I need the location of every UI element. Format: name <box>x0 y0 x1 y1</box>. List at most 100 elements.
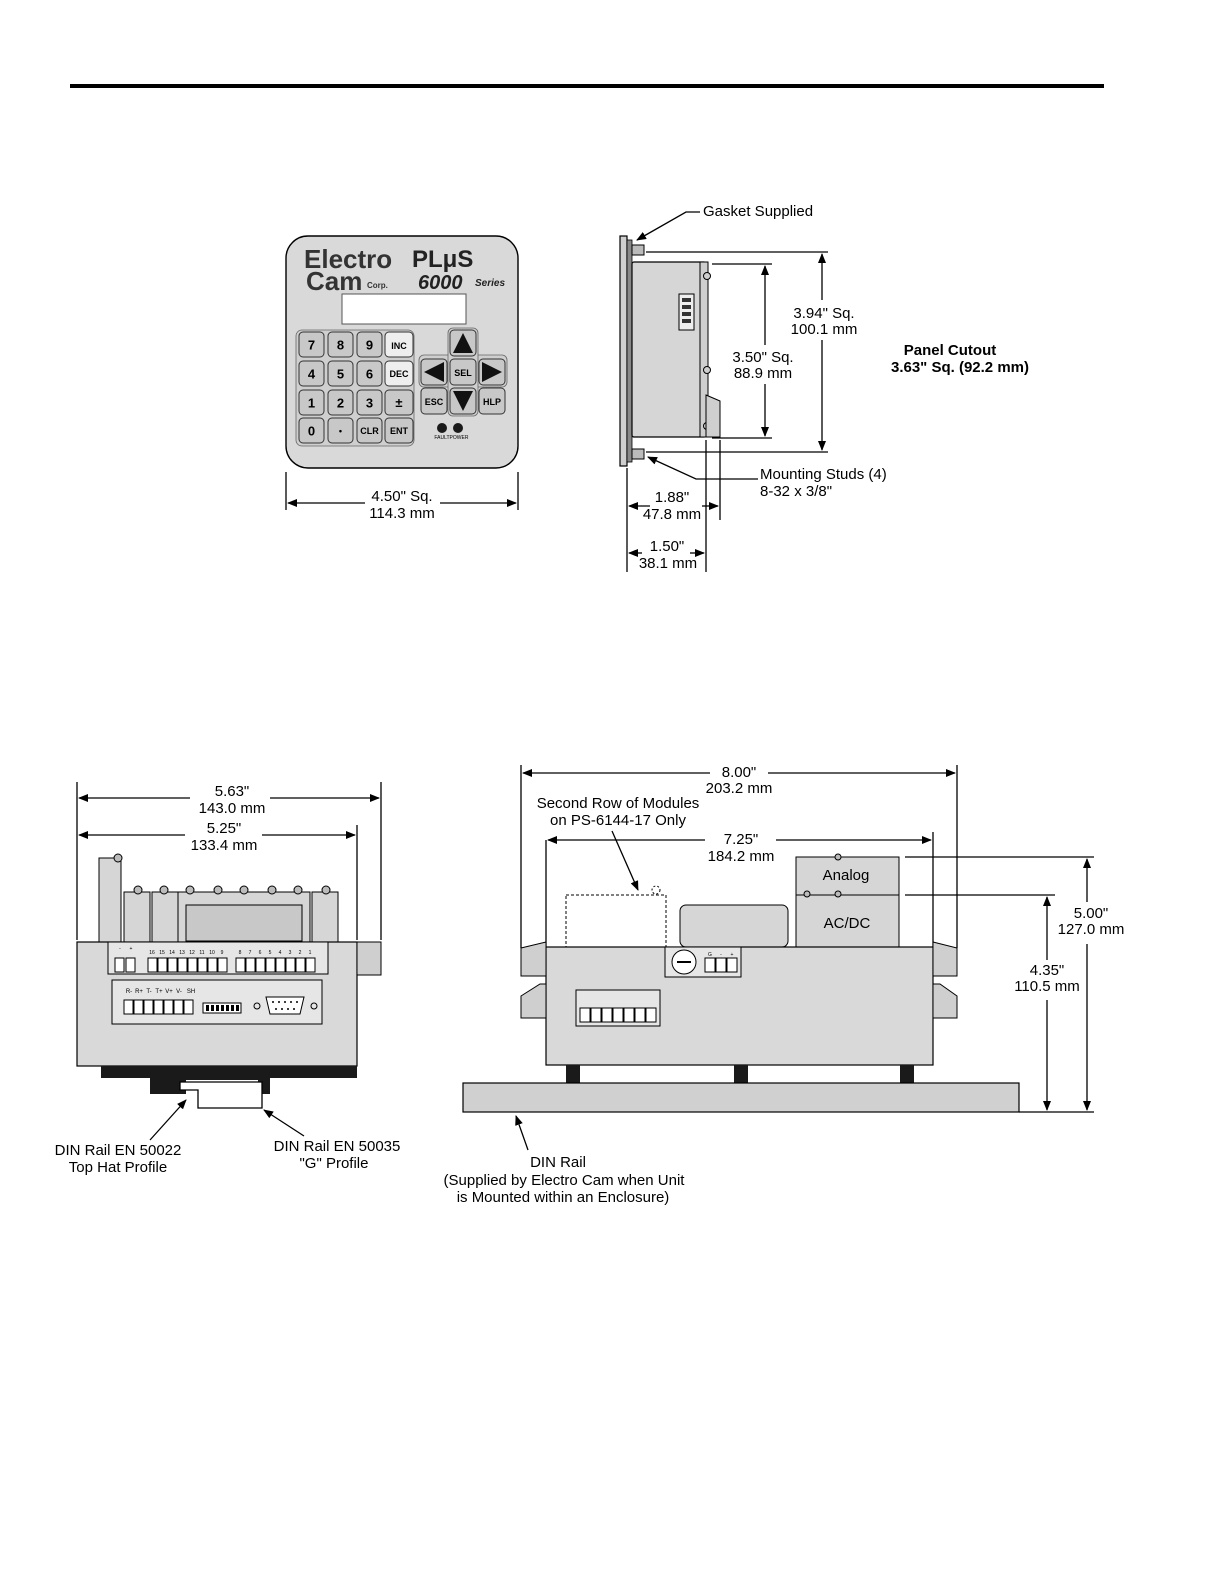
panel-side-view: Gasket Supplied 3.94" Sq. 100.1 mm 3.50"… <box>619 203 1029 572</box>
db9-connector-icon <box>253 996 318 1015</box>
power-label: POWER <box>450 435 469 441</box>
studs-label-2: 8-32 x 3/8" <box>760 483 832 500</box>
svg-text:3: 3 <box>289 950 292 956</box>
side-height2-in: 4.35" <box>1030 962 1065 979</box>
key-5[interactable]: 5 <box>327 360 354 387</box>
key-hlp[interactable]: HLP <box>478 387 506 415</box>
svg-text:9: 9 <box>366 338 373 353</box>
side-housing <box>631 261 707 438</box>
rail-en50022-1: DIN Rail EN 50022 <box>55 1142 182 1159</box>
end-outer-mm: 143.0 mm <box>199 800 266 817</box>
depth2-mm: 38.1 mm <box>639 555 697 572</box>
side-latch-tl <box>520 941 547 977</box>
brand-electro: Electro <box>304 244 392 274</box>
end-outer-in: 5.63" <box>215 783 250 800</box>
end-module-knobs <box>113 853 331 895</box>
end-module-left2 <box>151 891 179 945</box>
outer-height-mm: 100.1 mm <box>791 321 858 338</box>
end-module-inner <box>185 904 303 942</box>
module-analog-label: Analog <box>823 867 870 884</box>
key-1[interactable]: 1 <box>298 389 325 416</box>
series-number: 6000 <box>418 272 463 294</box>
svg-text:SH: SH <box>187 989 195 995</box>
svg-text:SEL: SEL <box>454 368 472 378</box>
end-latch-right <box>356 941 382 976</box>
key-sel[interactable]: SEL <box>449 358 477 386</box>
side-latch-tr <box>932 941 958 977</box>
faceplate-edge <box>619 235 628 467</box>
svg-text:•: • <box>339 426 342 436</box>
studs-label-1: Mounting Studs (4) <box>760 466 887 483</box>
svg-text:0: 0 <box>308 424 315 439</box>
side-inner-in: 7.25" <box>724 831 759 848</box>
svg-text:R+: R+ <box>135 989 143 995</box>
key-esc[interactable]: ESC <box>420 387 448 415</box>
key-dec[interactable]: DEC <box>384 360 414 387</box>
acdc-side-knob <box>803 890 811 898</box>
key-4[interactable]: 4 <box>298 360 325 387</box>
analog-knob <box>834 853 842 861</box>
rail-en50035-2: "G" Profile <box>299 1155 368 1172</box>
key-down[interactable] <box>449 387 477 415</box>
side-center-module <box>679 904 789 948</box>
side-term-minus: - <box>720 952 722 958</box>
svg-text:ESC: ESC <box>425 397 444 407</box>
svg-text:14: 14 <box>169 950 175 956</box>
svg-text:2: 2 <box>337 396 344 411</box>
svg-text:V+: V+ <box>165 989 173 995</box>
din-side-view: 8.00" 203.2 mm Second Row of Modules on … <box>444 764 1125 1206</box>
end-pwr-term-1: - <box>119 946 121 952</box>
fault-label: FAULT <box>434 435 449 441</box>
key-plus-minus[interactable]: ± <box>384 389 414 416</box>
svg-text:3: 3 <box>366 396 373 411</box>
key-7[interactable]: 7 <box>298 331 325 358</box>
svg-text:5: 5 <box>337 367 344 382</box>
arrow-right-icon <box>482 362 502 382</box>
product-name: PLμS <box>412 246 473 273</box>
acdc-knob <box>834 890 842 898</box>
svg-text:CLR: CLR <box>360 426 379 436</box>
svg-text:1: 1 <box>309 950 312 956</box>
brand-corp: Corp. <box>367 281 388 290</box>
end-inner-in: 5.25" <box>207 820 242 837</box>
svg-text:6: 6 <box>366 367 373 382</box>
key-inc[interactable]: INC <box>384 331 414 358</box>
key-ent[interactable]: ENT <box>384 417 414 444</box>
housing-rib <box>699 261 709 438</box>
side-latch-br <box>932 983 958 1019</box>
svg-text:4: 4 <box>279 950 282 956</box>
side-height-mm: 127.0 mm <box>1058 921 1125 938</box>
gasket <box>626 239 633 463</box>
svg-text:INC: INC <box>391 341 407 351</box>
key-9[interactable]: 9 <box>356 331 383 358</box>
svg-text:T-: T- <box>146 989 151 995</box>
key-3[interactable]: 3 <box>356 389 383 416</box>
key-8[interactable]: 8 <box>327 331 354 358</box>
panel-cutout-size: 3.63" Sq. (92.2 mm) <box>891 359 1029 376</box>
second-row-1: Second Row of Modules <box>537 795 700 812</box>
key-dot[interactable]: • <box>327 417 354 444</box>
key-6[interactable]: 6 <box>356 360 383 387</box>
svg-text:11: 11 <box>199 950 204 956</box>
end-power-terms <box>114 957 136 973</box>
key-right[interactable] <box>478 358 506 386</box>
module-analog <box>795 856 900 896</box>
svg-text:16: 16 <box>149 950 155 956</box>
rail-en50022-2: Top Hat Profile <box>69 1159 167 1176</box>
end-module-right <box>311 891 339 945</box>
key-0[interactable]: 0 <box>298 417 325 444</box>
din-rail-note-2: (Supplied by Electro Cam when Unit <box>444 1172 686 1189</box>
key-2[interactable]: 2 <box>327 389 354 416</box>
side-term-g: G <box>708 952 712 958</box>
end-module-left <box>123 891 151 945</box>
side-bracket <box>705 394 721 438</box>
key-clr[interactable]: CLR <box>356 417 383 444</box>
key-left[interactable] <box>420 358 448 386</box>
side-overall-in: 8.00" <box>722 764 757 781</box>
side-height2-mm: 110.5 mm <box>1014 978 1080 995</box>
end-pwr-term-2: + <box>130 946 133 952</box>
key-up[interactable] <box>449 329 477 357</box>
outer-height-in: 3.94" Sq. <box>793 305 854 322</box>
side-inner-mm: 184.2 mm <box>708 848 775 865</box>
